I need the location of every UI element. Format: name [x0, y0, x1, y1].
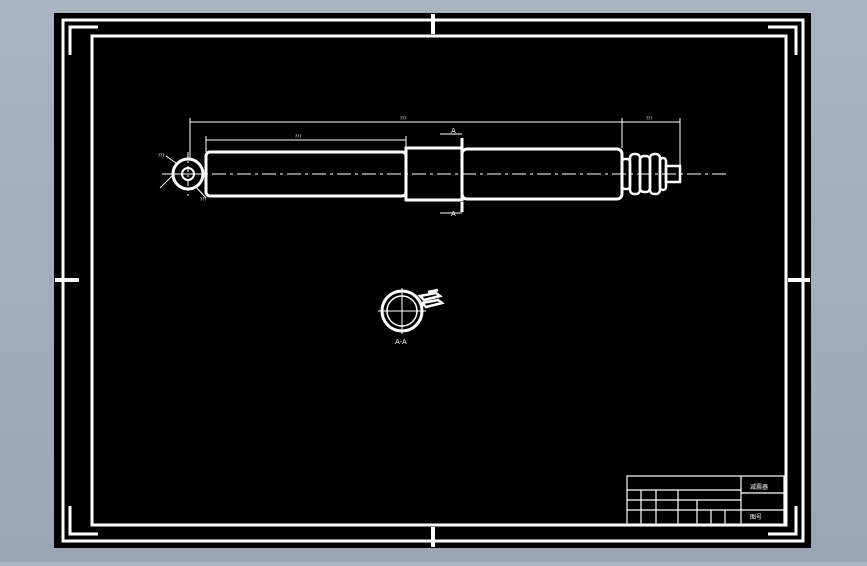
dim-end-length: ??? [646, 116, 652, 121]
title-block-text: 减震器 图号 [750, 483, 768, 521]
section-mark-bottom: A [451, 210, 456, 218]
dim-overall-length: ??? [400, 116, 406, 121]
section-view-label: A-A [395, 338, 407, 346]
section-mark-top: A [451, 127, 456, 135]
drawing-sheet [54, 13, 811, 548]
dim-body-length: ??? [295, 134, 301, 139]
eye-leaders [159, 155, 207, 199]
section-tabs [417, 288, 445, 309]
centering-marks [55, 14, 810, 547]
rubber-bumper [620, 152, 668, 196]
part-name: 减震器 [750, 483, 768, 491]
inner-frame [90, 34, 788, 527]
dim-eye-label-1: ??? [158, 153, 164, 158]
dim-eye-label-2: ??? [200, 197, 206, 202]
shock-absorber-view [159, 118, 728, 214]
title-block [626, 475, 785, 526]
threaded-stud [664, 164, 682, 184]
section-view [378, 288, 445, 334]
corner-brackets [68, 25, 798, 536]
dimension-lines [189, 118, 681, 166]
drawing-number: 图号 [750, 514, 762, 521]
